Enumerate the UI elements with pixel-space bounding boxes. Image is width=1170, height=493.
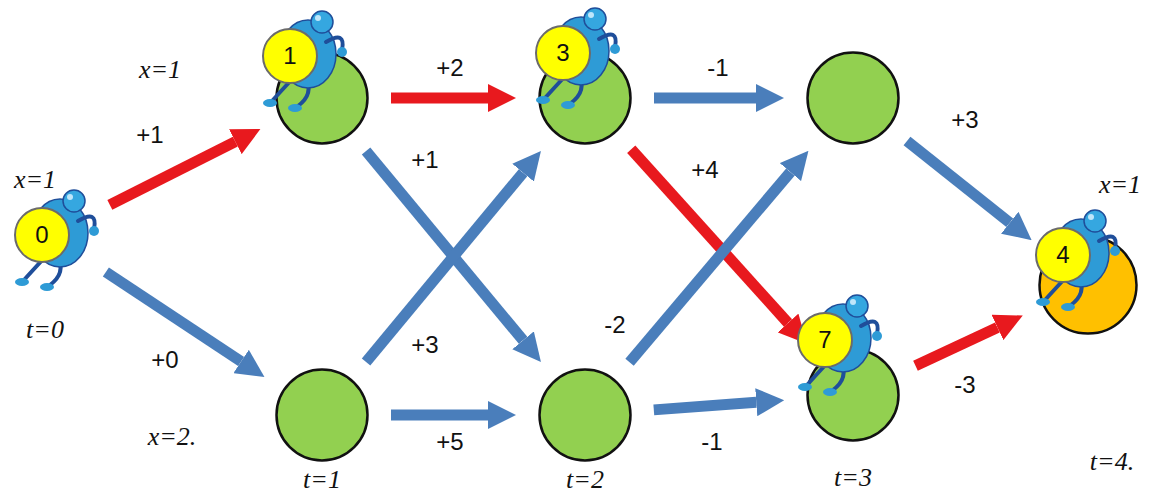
node-shape [538,368,632,462]
robot-head-shine [1088,214,1094,220]
value-badge: 3 [535,25,591,81]
transition-arrow [366,151,523,340]
robot-foot [15,278,29,286]
robot-head-shine [588,12,594,18]
robot-foot [40,283,54,291]
value-number: 7 [818,328,831,352]
robot-head [846,295,868,317]
value-badge: 7 [797,312,853,368]
transition-arrow [907,141,1010,223]
handwritten-note: t=3 [834,464,872,493]
state-circle [275,368,369,462]
robot-head [63,190,85,212]
transition-arrow [654,402,756,410]
robot-head [1084,210,1106,232]
handwritten-note: t=0 [26,316,64,345]
robot-foot [823,388,837,396]
state-circle-shape [808,53,899,144]
transition-arrow [366,173,523,362]
transition-arrow [391,93,488,104]
state-circle: 1 [275,51,369,145]
robot-head-shine [850,299,856,305]
transition-arrow [630,172,791,362]
robot-head-shine [67,194,73,200]
robot-hand [872,331,882,341]
cost-label: +3 [408,332,441,358]
transition-arrow [631,149,788,323]
state-circle [538,368,632,462]
cost-label: +3 [948,107,981,133]
handwritten-note: x=1 [14,166,56,195]
robot-hand [89,226,99,236]
robot-foot [263,99,277,107]
robot-foot [536,96,550,104]
handwritten-note: t=2 [566,466,604,493]
robot-hand [610,44,620,54]
handwritten-note: x=1 [139,56,181,85]
transition-arrow [110,142,236,205]
robot-foot [561,101,575,109]
transition-arrow [654,93,756,104]
robot-hand [1110,246,1120,256]
handwritten-note: x=1 [1099,171,1141,200]
value-number: 3 [556,41,569,65]
state-circle: 7 [806,348,900,442]
robot-figure [798,295,882,396]
state-circle-shape [540,370,631,461]
state-circle: 3 [538,51,632,145]
cost-label: -1 [704,55,731,81]
cost-label: -1 [698,429,725,455]
robot-foot [1061,303,1075,311]
value-badge: 0 [14,207,70,263]
cost-label: +1 [408,147,441,173]
handwritten-note: x=2. [148,423,197,452]
robot-foot [798,383,812,391]
robot-foot [1036,298,1050,306]
cost-label: +0 [148,347,181,373]
node-shape [275,368,369,462]
cost-label: -3 [951,372,978,398]
cost-label: +4 [688,157,721,183]
robot-figure [1036,210,1120,311]
cost-label: +1 [133,122,166,148]
start-node: 0 [5,190,95,280]
robot-head [584,8,606,30]
robot-figure [263,11,347,112]
cost-label: +5 [433,429,466,455]
robot-figure [15,190,99,291]
robot-hand [337,47,347,57]
goal-node: 4 [1038,235,1138,335]
transition-arrow [915,327,997,365]
robot-head [311,11,333,33]
transition-arrow [391,410,488,421]
value-badge: 1 [262,28,318,84]
state-circle-shape [277,370,368,461]
value-badge: 4 [1035,227,1091,283]
robot-foot [288,104,302,112]
handwritten-note: t=1 [303,466,341,493]
node-shape [806,51,900,145]
cost-label: -2 [601,312,628,338]
robot-head-shine [315,15,321,21]
value-number: 1 [283,44,296,68]
value-number: 4 [1056,243,1069,267]
robot-figure [536,8,620,109]
value-number: 0 [35,223,48,247]
state-circle [806,51,900,145]
handwritten-note: t=4. [1090,448,1134,477]
cost-label: +2 [433,55,466,81]
